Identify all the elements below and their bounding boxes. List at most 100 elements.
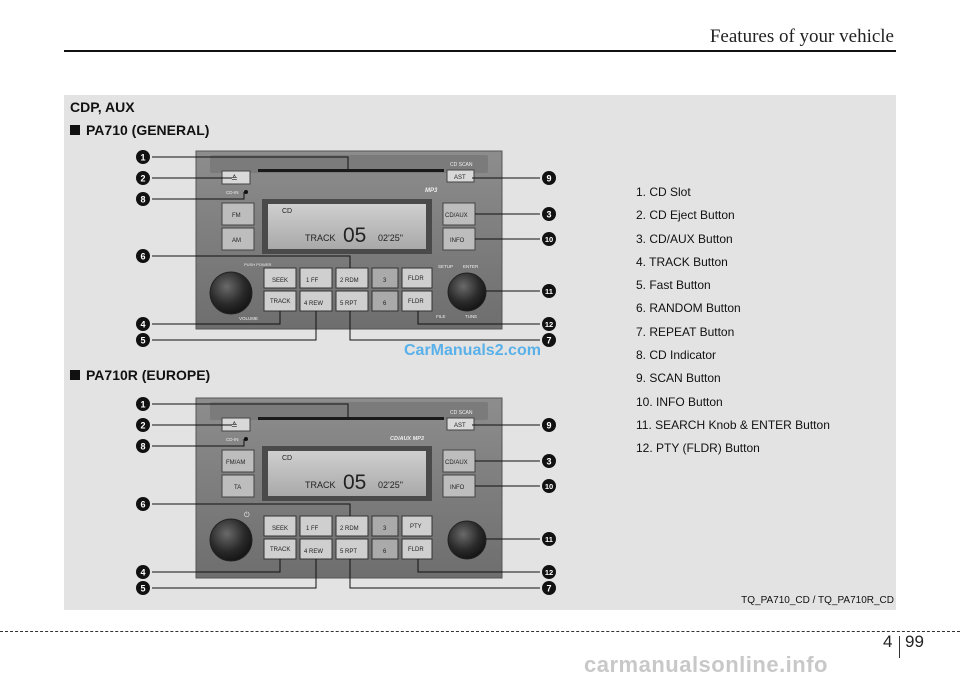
ff-label: 1 FF (306, 278, 319, 284)
rdm-button-europe[interactable] (335, 515, 369, 537)
callout-9-europe-text: 9 (546, 421, 551, 431)
legend-item: 4. TRACK Button (636, 254, 728, 269)
volume-knob-europe[interactable] (209, 518, 253, 562)
display-track-europe: TRACK (305, 480, 336, 490)
callout-6-europe-text: 6 (140, 500, 145, 510)
mp3-logo: MP3 (425, 188, 438, 194)
fmam-button[interactable] (221, 449, 255, 473)
rdm-label-europe: 2 RDM (340, 526, 359, 532)
setup-label: SETUP (438, 264, 453, 269)
seek-button[interactable] (263, 267, 297, 289)
ff-button[interactable] (299, 267, 333, 289)
cdaux-label-europe: CD/AUX (445, 460, 468, 466)
callout-10-text: 10 (545, 235, 553, 244)
callout-6-europe (136, 497, 150, 511)
rpt-label-europe: 5 RPT (340, 549, 357, 555)
callout-9-europe (542, 418, 556, 432)
fldr-button-europe[interactable] (401, 538, 433, 560)
callout-5-text: 5 (140, 336, 145, 346)
preset-3-label: 3 (383, 278, 387, 284)
leader-lines-general (152, 156, 540, 341)
track-button-label: TRACK (270, 299, 290, 305)
legend-item: 6. RANDOM Button (636, 301, 741, 316)
callout-4-europe (136, 565, 150, 579)
preset-3-button[interactable] (371, 267, 399, 289)
callout-3-europe (542, 454, 556, 468)
preset-6-button-europe[interactable] (371, 538, 399, 560)
search-knob[interactable] (447, 272, 487, 312)
callout-1-europe (136, 397, 150, 411)
am-label: AM (232, 238, 241, 244)
general-heading: PA710 (GENERAL) (70, 122, 209, 138)
fm-button[interactable] (221, 202, 255, 226)
preset-6-label: 6 (383, 301, 387, 307)
callout-11-text: 11 (545, 287, 553, 296)
ta-button[interactable] (221, 474, 255, 498)
rpt-button-europe[interactable] (335, 538, 369, 560)
search-knob-europe[interactable] (447, 520, 487, 560)
callout-5-europe (136, 581, 150, 595)
callout-10-europe-text: 10 (545, 482, 553, 491)
legend-list: 1. CD Slot 2. CD Eject Button 3. CD/AUX … (636, 181, 830, 461)
callout-12-europe-text: 12 (545, 568, 553, 577)
radio-europe: CD SCAN AST ≙ CD-IN CD/AUX MP3 FM/AM TA … (195, 397, 503, 579)
pty-button-europe[interactable] (401, 515, 433, 537)
ff-button-europe[interactable] (299, 515, 333, 537)
page-separator (899, 636, 900, 658)
ast-label: AST (454, 175, 466, 181)
page-number: 99 (905, 632, 924, 651)
callout-2-europe-text: 2 (140, 421, 145, 431)
fldr-label-europe: FLDR (408, 547, 424, 553)
legend-item: 5. Fast Button (636, 278, 711, 293)
callout-9 (542, 171, 556, 185)
display-number: 05 (343, 224, 366, 247)
footer-rule (0, 631, 960, 632)
fldr-down-button[interactable] (401, 290, 433, 312)
legend-item: 7. REPEAT Button (636, 324, 735, 339)
callout-9-text: 9 (546, 174, 551, 184)
cd-indicator-europe (244, 437, 248, 441)
cd-slot (258, 169, 444, 172)
legend-item: 8. CD Indicator (636, 348, 717, 363)
ast-button[interactable] (446, 169, 475, 183)
rew-label: 4 REW (304, 301, 323, 307)
callout-11 (542, 284, 556, 298)
track-button-label-europe: TRACK (270, 547, 290, 553)
rdm-button[interactable] (335, 267, 369, 289)
section-heading: CDP, AUX (70, 99, 135, 115)
cd-indicator (244, 190, 248, 194)
seek-label-europe: SEEK (272, 526, 288, 532)
callout-3-europe-text: 3 (546, 457, 551, 467)
fldr-up-label: FLDR (408, 276, 424, 282)
preset-6-button[interactable] (371, 290, 399, 312)
running-header-title: Features of your vehicle (709, 26, 894, 47)
callout-12-text: 12 (545, 320, 553, 329)
seek-button-europe[interactable] (263, 515, 297, 537)
radio-europe-top-strip (210, 402, 488, 420)
callout-4-text: 4 (140, 320, 145, 330)
fldr-up-button[interactable] (401, 267, 433, 289)
am-button[interactable] (221, 227, 255, 251)
callout-1-europe-text: 1 (140, 400, 145, 410)
watermark-carmanualsonline: carmanualsonline.info (584, 652, 828, 677)
eject-icon: ≙ (231, 174, 238, 183)
preset-3-button-europe[interactable] (371, 515, 399, 537)
seek-label: SEEK (272, 278, 288, 284)
ast-button-europe[interactable] (446, 417, 475, 431)
general-heading-text: PA710 (GENERAL) (86, 122, 210, 138)
volume-knob[interactable] (209, 271, 253, 315)
eject-icon-europe: ≙ (231, 421, 238, 430)
square-bullet-icon (70, 125, 80, 135)
preset-6-label-europe: 6 (383, 549, 387, 555)
display-time-europe: 02'25" (378, 480, 403, 490)
cd-in-label: CD-IN (226, 190, 239, 195)
power-icon-europe: ⏻ (244, 511, 250, 519)
callout-7-europe-text: 7 (546, 584, 551, 594)
callout-2-europe (136, 418, 150, 432)
legend-item: 11. SEARCH Knob & ENTER Button (636, 417, 830, 432)
callout-10 (542, 232, 556, 246)
rpt-button[interactable] (335, 290, 369, 312)
europe-heading-text: PA710R (EUROPE) (86, 367, 211, 383)
header-rule (64, 50, 896, 52)
